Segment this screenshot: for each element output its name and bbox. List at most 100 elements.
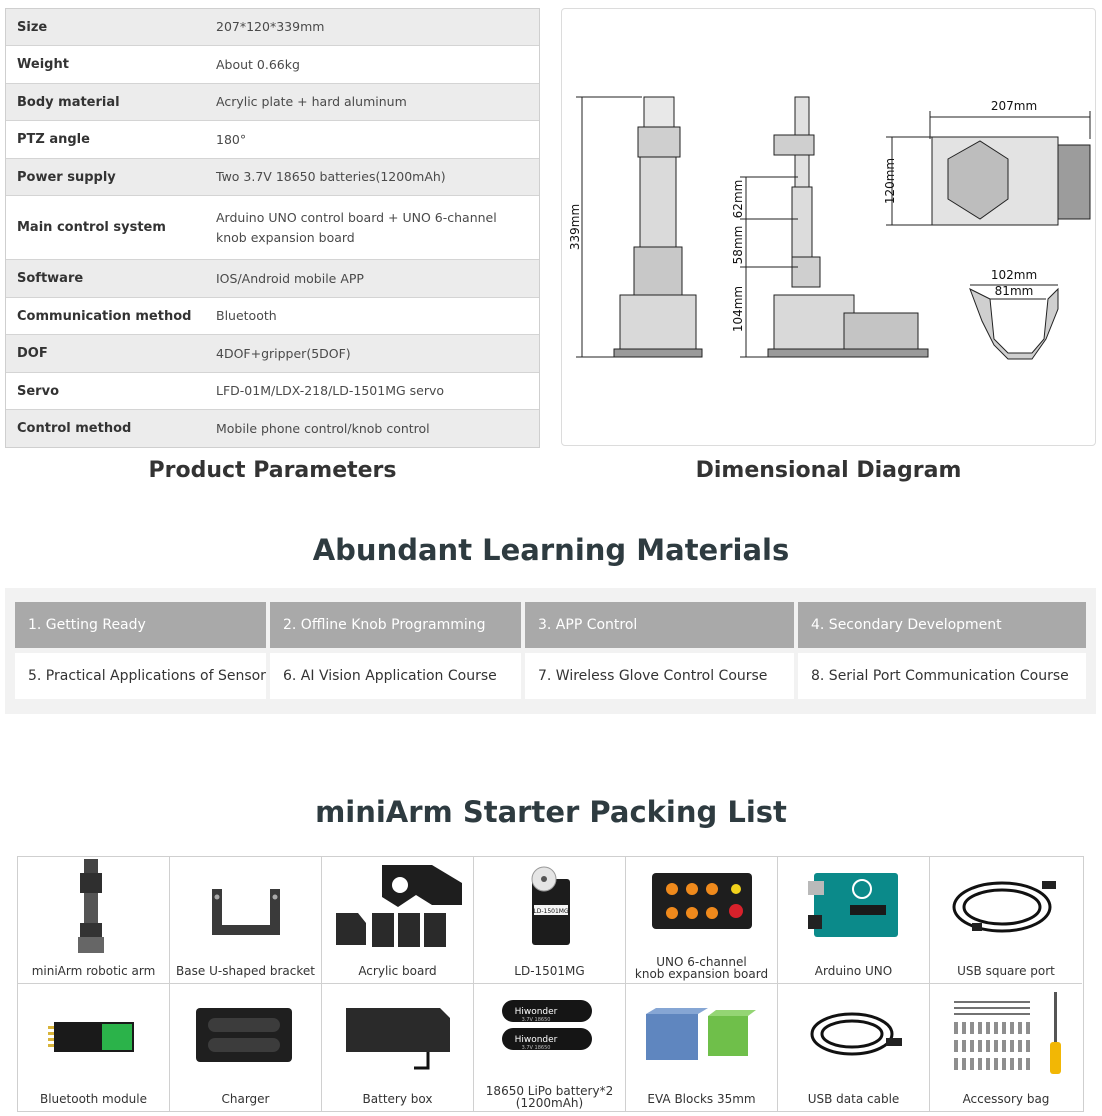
eva-blocks-icon xyxy=(646,1008,756,1060)
spec-value: Bluetooth xyxy=(216,308,277,323)
dim-seg-top: 62mm xyxy=(731,180,745,219)
pack-label: USB data cable xyxy=(807,1092,900,1106)
spec-row-body-material: Body material Acrylic plate + hard alumi… xyxy=(6,84,539,121)
course-item[interactable]: 3. APP Control xyxy=(525,602,794,648)
spec-label: DOF xyxy=(17,346,48,361)
dim-seg-low: 104mm xyxy=(731,286,745,332)
dim-depth: 120mm xyxy=(883,158,897,204)
bluetooth-module-icon xyxy=(48,1022,134,1052)
pack-item: USB square port xyxy=(930,857,1082,984)
course-item[interactable]: 4. Secondary Development xyxy=(798,602,1086,648)
diagram-caption: Dimensional Diagram xyxy=(695,458,962,483)
spec-label: Control method xyxy=(17,421,132,436)
spec-label: Body material xyxy=(17,94,120,110)
pack-item: Battery box xyxy=(322,984,474,1111)
spec-row-size: Size 207*120*339mm xyxy=(6,9,539,46)
pack-label: miniArm robotic arm xyxy=(31,964,156,978)
pack-label: Accessory bag xyxy=(962,1092,1050,1106)
servo-tag: LD-1501MG xyxy=(533,908,569,915)
course-item[interactable]: 2. Offline Knob Programming xyxy=(270,602,521,648)
battery-spec: 3.7V 18650 xyxy=(522,1045,551,1051)
course-item[interactable]: 8. Serial Port Communication Course xyxy=(798,653,1086,699)
course-item[interactable]: 1. Getting Ready xyxy=(15,602,266,648)
dim-width: 207mm xyxy=(991,99,1037,113)
pack-item: EVA Blocks 35mm xyxy=(626,984,778,1111)
pack-item: Bluetooth module xyxy=(18,984,170,1111)
dim-height: 339mm xyxy=(568,204,582,250)
spec-row-ptz-angle: PTZ angle 180° xyxy=(6,121,539,159)
pack-label: Battery box xyxy=(362,1092,433,1106)
spec-label: Weight xyxy=(17,57,69,72)
pack-item: Base U-shaped bracket xyxy=(170,857,322,984)
course-item[interactable]: 7. Wireless Glove Control Course xyxy=(525,653,794,699)
pack-label: USB square port xyxy=(957,964,1055,978)
dim-gripper-outer: 102mm xyxy=(991,268,1037,282)
course-item[interactable]: 6. AI Vision Application Course xyxy=(270,653,521,699)
battery-icon: Hiwonder 3.7V 18650 Hiwonder 3.7V 18650 xyxy=(502,1000,592,1051)
pack-label: Base U-shaped bracket xyxy=(176,964,315,978)
robotic-arm-icon xyxy=(78,859,104,953)
spec-label: Communication method xyxy=(17,308,192,324)
spec-row-communication: Communication method Bluetooth xyxy=(6,298,539,335)
knob-board-icon xyxy=(652,873,752,929)
diagram-drawing: 339mm 62mm 58mm 104mm 207mm 120mm 102mm … xyxy=(568,96,1091,360)
spec-value: About 0.66kg xyxy=(216,56,300,72)
spec-value: LFD-01M/LDX-218/LD-1501MG servo xyxy=(216,383,445,398)
spec-value: Acrylic plate + hard aluminum xyxy=(216,94,407,109)
spec-row-control-method: Control method Mobile phone control/knob… xyxy=(6,410,539,447)
packing-title: miniArm Starter Packing List xyxy=(315,795,787,829)
spec-label: Main control system xyxy=(17,220,166,235)
charger-icon xyxy=(196,1008,292,1062)
spec-label: Size xyxy=(17,19,48,35)
pack-item: Hiwonder 3.7V 18650 Hiwonder 3.7V 18650 … xyxy=(474,984,626,1111)
arduino-board-icon xyxy=(808,873,898,937)
spec-value: IOS/Android mobile APP xyxy=(216,270,364,286)
battery-brand: Hiwonder xyxy=(515,1007,558,1017)
spec-label: Software xyxy=(17,271,84,286)
packing-grid: miniArm robotic arm Base U-shaped bracke… xyxy=(17,856,1084,1112)
spec-label: Power supply xyxy=(17,169,116,185)
pack-item: Acrylic board xyxy=(322,857,474,984)
pack-item: Arduino UNO xyxy=(778,857,930,984)
spec-row-dof: DOF 4DOF+gripper(5DOF) xyxy=(6,335,539,373)
params-caption: Product Parameters xyxy=(148,458,397,483)
spec-value: Arduino UNO control board + UNO 6-channe… xyxy=(216,209,497,245)
pack-label: Arduino UNO xyxy=(814,964,893,978)
pack-item: LD-1501MG LD-1501MG xyxy=(474,857,626,984)
pack-item: miniArm robotic arm xyxy=(18,857,170,984)
pack-label: 18650 LiPo battery*2(1200mAh) xyxy=(485,1084,614,1110)
pack-item: USB data cable xyxy=(778,984,930,1111)
spec-value: 207*120*339mm xyxy=(216,19,325,34)
accessory-bag-icon xyxy=(954,992,1061,1074)
pack-item: Charger xyxy=(170,984,322,1111)
spec-table: Size 207*120*339mm Weight About 0.66kg B… xyxy=(5,8,540,448)
spec-value: 4DOF+gripper(5DOF) xyxy=(216,345,351,361)
servo-icon: LD-1501MG xyxy=(531,866,570,945)
spec-value: Two 3.7V 18650 batteries(1200mAh) xyxy=(216,169,446,184)
pack-label: Bluetooth module xyxy=(39,1092,148,1106)
dim-gripper-inner: 81mm xyxy=(995,284,1034,298)
spec-label: Servo xyxy=(17,383,59,399)
battery-spec: 3.7V 18650 xyxy=(522,1017,551,1023)
spec-value: 180° xyxy=(216,131,247,147)
dim-seg-mid: 58mm xyxy=(731,226,745,265)
acrylic-board-icon xyxy=(336,865,462,947)
spec-row-software: Software IOS/Android mobile APP xyxy=(6,260,539,298)
course-grid: 1. Getting Ready 2. Offline Knob Program… xyxy=(5,588,1096,714)
dimensional-diagram: 339mm 62mm 58mm 104mm 207mm 120mm 102mm … xyxy=(561,8,1096,446)
spec-row-weight: Weight About 0.66kg xyxy=(6,46,539,84)
pack-label: Acrylic board xyxy=(358,964,437,978)
bracket-icon xyxy=(212,889,280,935)
pack-label: Charger xyxy=(221,1092,270,1106)
spec-row-power-supply: Power supply Two 3.7V 18650 batteries(12… xyxy=(6,159,539,196)
pack-label: LD-1501MG xyxy=(514,964,585,978)
battery-box-icon xyxy=(346,1008,450,1070)
pack-item: Accessory bag xyxy=(930,984,1082,1111)
pack-label: EVA Blocks 35mm xyxy=(647,1092,756,1106)
course-item[interactable]: 5. Practical Applications of Sensor xyxy=(15,653,266,699)
usb-square-cable-icon xyxy=(952,881,1056,933)
spec-label: PTZ angle xyxy=(17,132,90,147)
spec-row-main-control: Main control system Arduino UNO control … xyxy=(6,196,539,260)
